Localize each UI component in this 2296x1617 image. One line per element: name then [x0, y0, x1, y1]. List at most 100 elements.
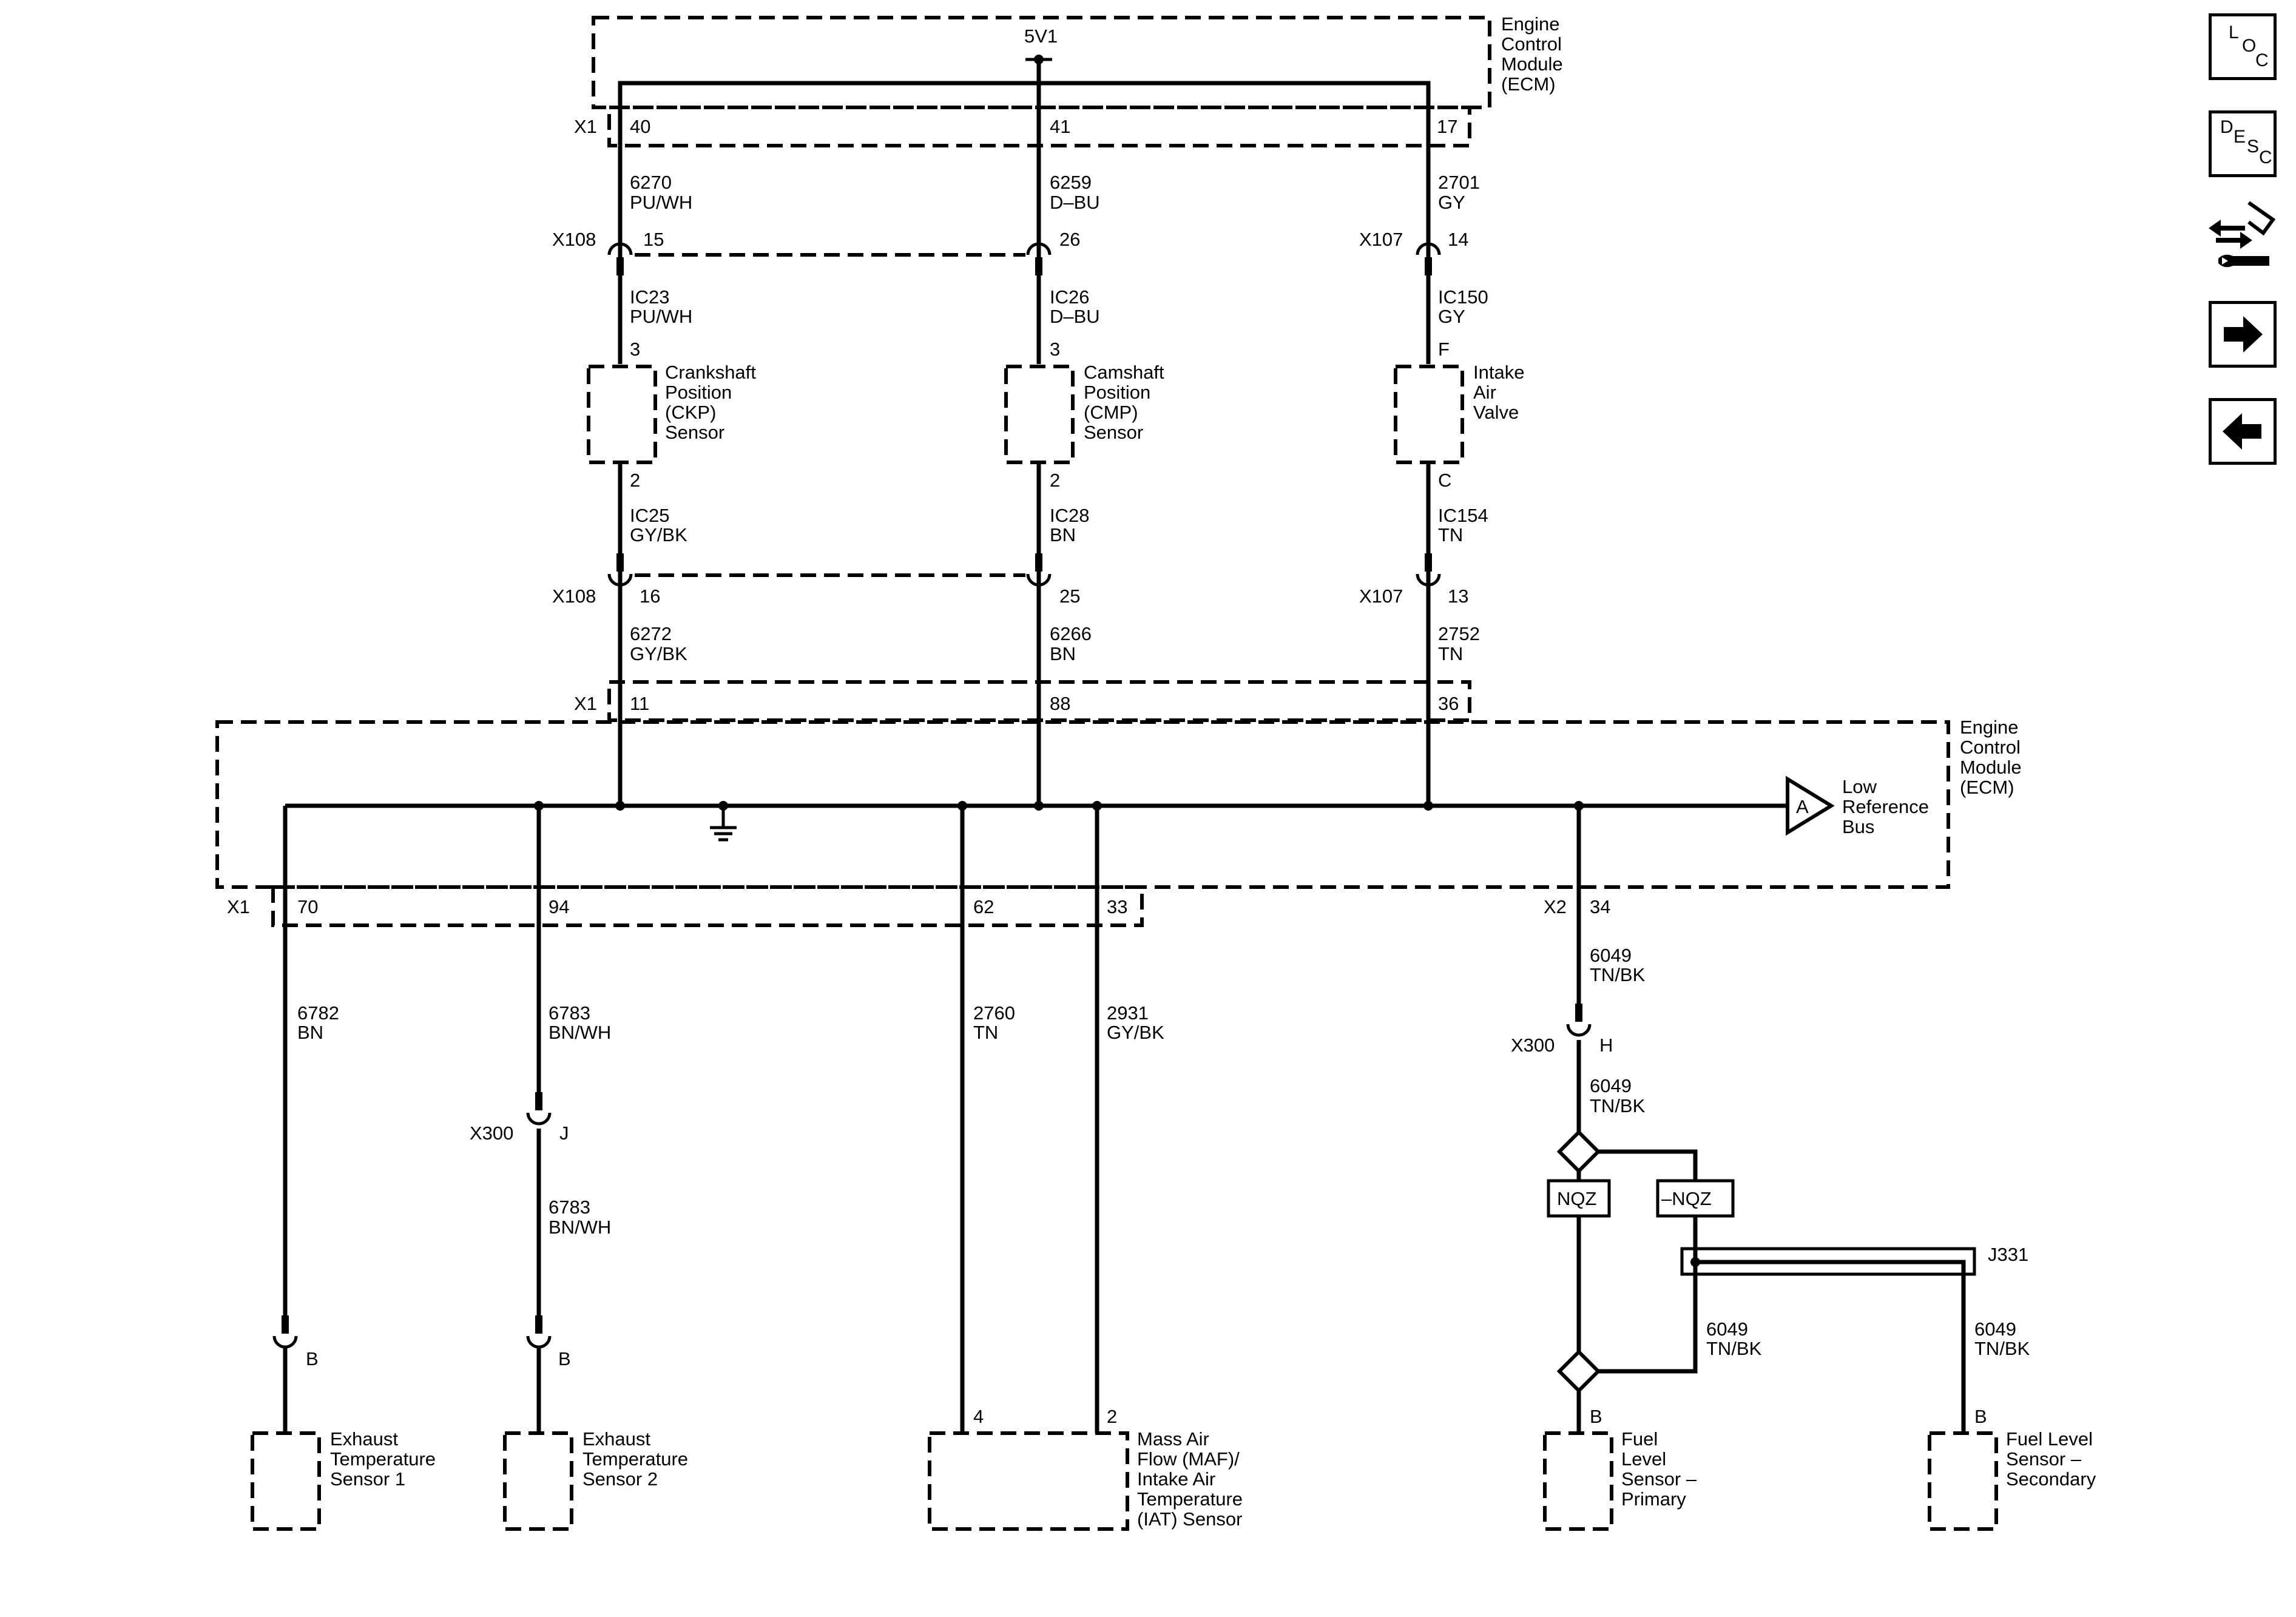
pin-label: 3 — [630, 339, 640, 360]
pin-label: 36 — [1438, 693, 1459, 714]
pin-label: 15 — [643, 229, 664, 250]
connector-id: X300 — [470, 1122, 513, 1144]
pin-label: 26 — [1059, 229, 1080, 250]
sensor-name: Valve — [1473, 402, 1519, 423]
sensor-name: Temperature — [582, 1448, 688, 1470]
pin-label: 34 — [1590, 896, 1610, 917]
connector-repair-icon[interactable] — [2206, 198, 2279, 275]
sensor-name: (CKP) — [665, 402, 716, 423]
wire-color: GY — [1438, 306, 1465, 327]
ecm-main-title: Engine Control Module (ECM) — [1960, 717, 2022, 798]
arrow-left-icon — [2223, 413, 2261, 450]
circuit-number: 2701 — [1438, 172, 1480, 193]
circuit-number: 6783 — [549, 1002, 590, 1024]
pin-label: 62 — [973, 896, 994, 917]
ecm-main-title-line: Module — [1960, 757, 2022, 778]
pin-label: B — [558, 1348, 571, 1369]
circuit-number: 6272 — [630, 623, 672, 644]
desc-letter: E — [2234, 127, 2246, 147]
sensor-name: Mass Air — [1137, 1428, 1209, 1450]
desc-button[interactable]: D E S C — [2209, 110, 2277, 177]
pin-label: 11 — [630, 693, 649, 714]
wire-color: BN — [1050, 524, 1076, 545]
x300-j-connector — [526, 1092, 552, 1126]
sensor-name: Fuel — [1621, 1428, 1658, 1450]
loc-letter: C — [2255, 50, 2269, 70]
supply-rail — [618, 55, 1431, 364]
bus-flag-icon — [1786, 775, 1835, 836]
circuit-number: 6270 — [630, 172, 672, 193]
ecm-main-box — [215, 680, 1950, 927]
fuel-level-sensor-secondary — [1928, 1431, 1998, 1531]
sensor-name: Temperature — [1137, 1488, 1243, 1510]
ckp-sensor — [587, 365, 657, 464]
circuit-number: 6782 — [297, 1002, 339, 1024]
pin-label: 16 — [640, 586, 660, 607]
circuit-number: 6049 — [1590, 1075, 1632, 1096]
splice-j331 — [1680, 1247, 1976, 1433]
wire-color: TN/BK — [1590, 1095, 1646, 1116]
desc-letter: C — [2259, 147, 2272, 167]
pin-label: 13 — [1448, 586, 1468, 607]
bottom-wires — [283, 806, 1581, 1433]
circuit-number: 6049 — [1974, 1318, 2016, 1340]
circuit-number: 2931 — [1107, 1002, 1149, 1024]
wire-color: BN/WH — [549, 1217, 611, 1238]
pin-label: 17 — [1437, 116, 1457, 137]
exhaust-temp-sensor-2 — [503, 1431, 573, 1531]
pin-label: H — [1599, 1035, 1613, 1056]
pin-label: 2 — [630, 470, 640, 491]
ecm-top-connector: X1 — [574, 116, 597, 137]
signal-wires — [618, 462, 1431, 806]
desc-letter: S — [2247, 137, 2260, 157]
inline-connector-bottom — [607, 553, 1441, 587]
sensor-name: Intake Air — [1137, 1468, 1215, 1490]
circuit-number: 2760 — [973, 1002, 1015, 1024]
wire-color: TN/BK — [1590, 964, 1646, 985]
sensor-name: Sensor — [665, 422, 724, 443]
circuit-number: 6049 — [1706, 1318, 1748, 1340]
circuit-number: IC25 — [630, 505, 669, 526]
sensor-name: Sensor – — [2006, 1448, 2082, 1470]
pin-label: 70 — [297, 896, 318, 917]
forward-button[interactable] — [2209, 301, 2277, 368]
wire-color: GY/BK — [1107, 1022, 1164, 1043]
sensor-name: Exhaust — [582, 1428, 650, 1450]
pin-label: 4 — [973, 1406, 984, 1427]
pin-label: 25 — [1059, 586, 1080, 607]
connector-id: X300 — [1511, 1035, 1555, 1056]
pin-label: 3 — [1050, 339, 1060, 360]
ecm-main-title-line: Control — [1960, 737, 2021, 758]
wire-color: GY/BK — [630, 643, 687, 664]
low-reference-bus — [285, 801, 1786, 811]
bus-flag-letter: A — [1796, 796, 1809, 817]
circuit-number: IC154 — [1438, 505, 1488, 526]
wire-color: TN/BK — [1706, 1338, 1762, 1359]
sensor-name: Sensor 1 — [330, 1468, 405, 1490]
x300-h-connector — [1566, 1004, 1592, 1037]
sensor-name: Sensor – — [1621, 1468, 1697, 1490]
pin-label: 40 — [630, 116, 650, 137]
ground-icon — [710, 801, 737, 842]
pin-label: 41 — [1050, 116, 1070, 137]
wire-color: TN/BK — [1974, 1338, 2030, 1359]
loc-button[interactable]: L O C — [2209, 13, 2277, 80]
sensor-name: Air — [1473, 382, 1496, 403]
sensor-name: Temperature — [330, 1448, 436, 1470]
pin-label: C — [1438, 470, 1451, 491]
pin-label: 14 — [1448, 229, 1468, 250]
circuit-number: IC28 — [1050, 505, 1089, 526]
supply-label: 5V1 — [1024, 25, 1058, 47]
pin-label: 88 — [1050, 693, 1070, 714]
sensor-name: Sensor 2 — [582, 1468, 658, 1490]
circuit-number: IC150 — [1438, 286, 1488, 308]
circuit-number: 2752 — [1438, 623, 1480, 644]
circuit-number: 6783 — [549, 1197, 590, 1218]
connector-id: X107 — [1359, 229, 1403, 250]
pin-label: B — [1974, 1406, 1987, 1427]
circuit-number: 6266 — [1050, 623, 1092, 644]
sensor-name: Crankshaft — [665, 362, 756, 383]
back-button[interactable] — [2209, 398, 2277, 465]
pin-label: B — [1590, 1406, 1602, 1427]
